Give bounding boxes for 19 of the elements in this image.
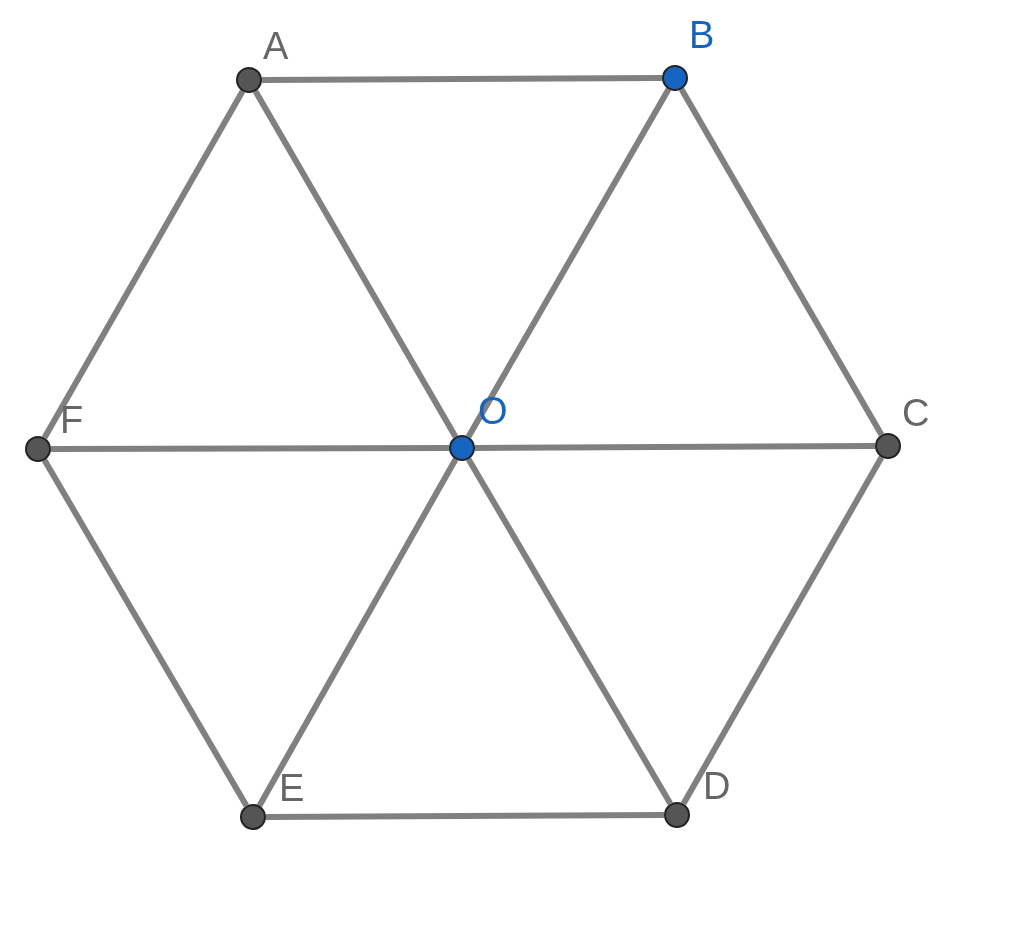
line-segment bbox=[266, 812, 664, 820]
point-label: B bbox=[689, 16, 715, 54]
line-segment bbox=[51, 445, 449, 452]
line-segment bbox=[262, 75, 662, 83]
line-segment bbox=[466, 457, 673, 806]
line-segment bbox=[678, 87, 885, 437]
point-label: D bbox=[703, 767, 731, 805]
point-label: E bbox=[279, 769, 305, 807]
line-segment bbox=[256, 457, 459, 808]
point-label: A bbox=[263, 27, 289, 65]
line-segment bbox=[41, 89, 246, 440]
line-segment bbox=[252, 89, 459, 439]
point-label: C bbox=[902, 394, 930, 432]
line-segment bbox=[465, 87, 672, 439]
line-segment bbox=[41, 458, 250, 808]
point-label: F bbox=[60, 401, 84, 439]
point-label: O bbox=[478, 392, 508, 430]
line-segment bbox=[475, 443, 875, 451]
line-segment bbox=[680, 455, 885, 806]
